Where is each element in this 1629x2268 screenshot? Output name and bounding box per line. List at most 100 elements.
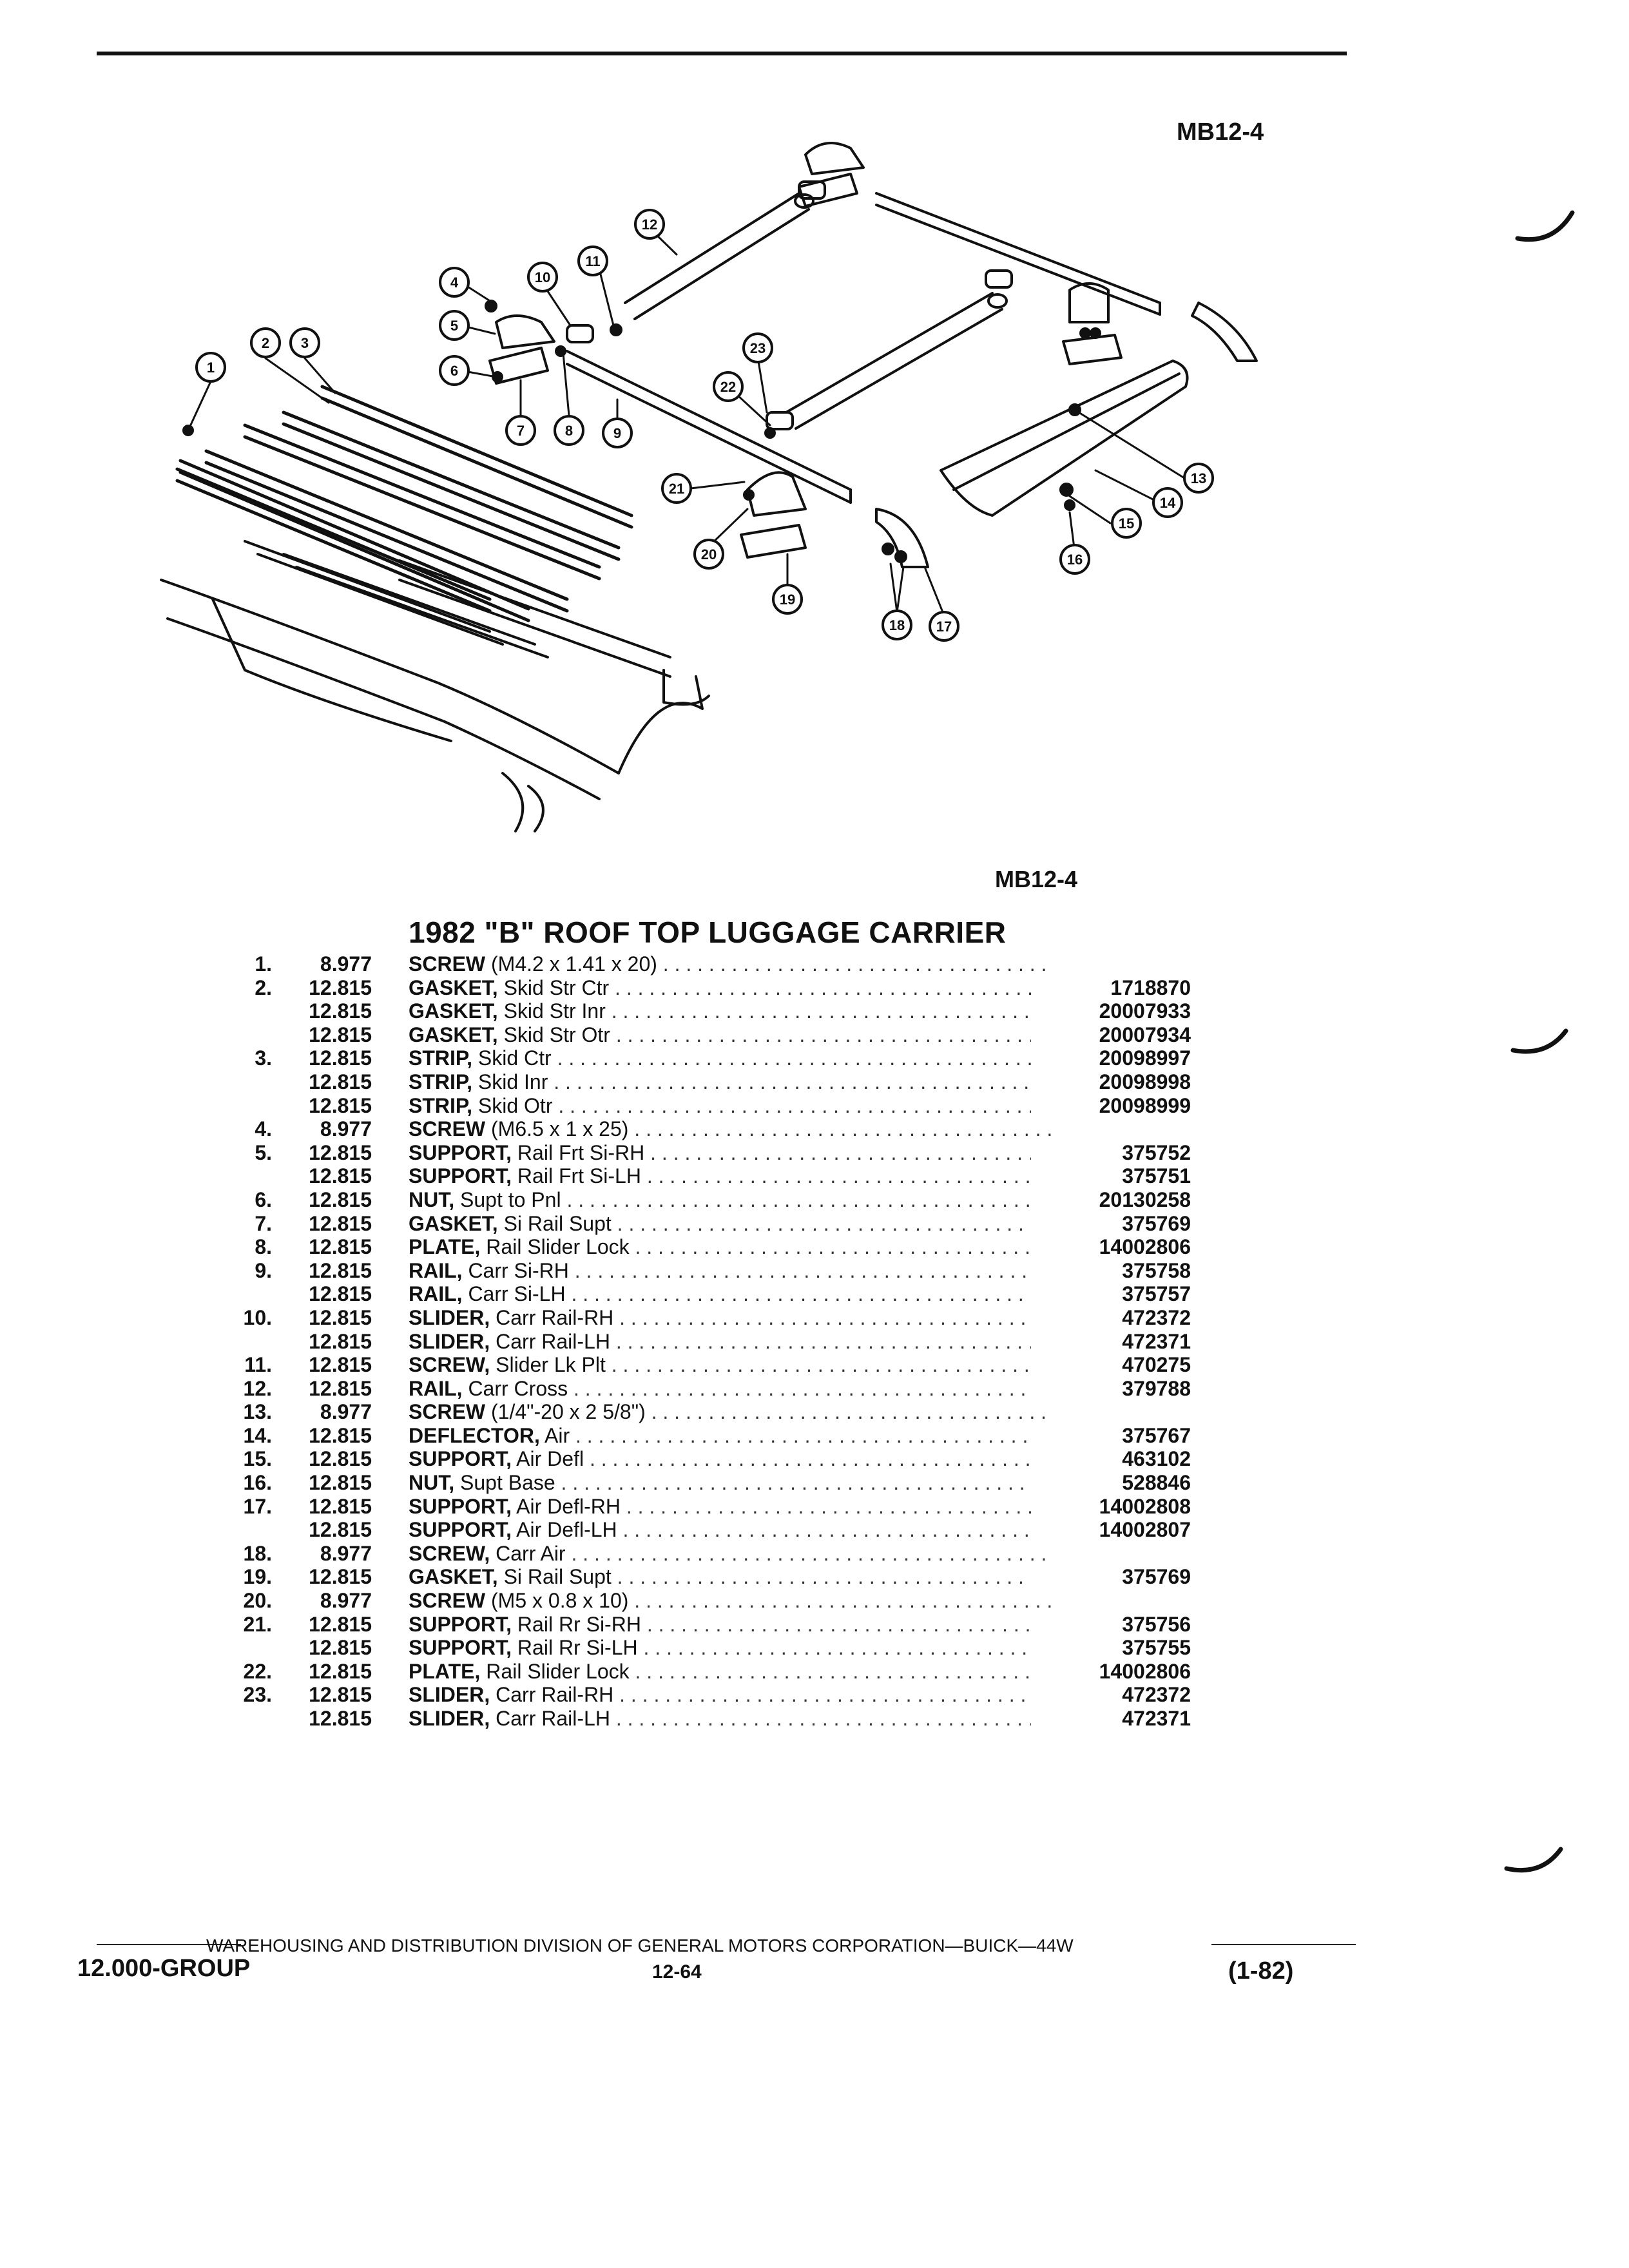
- part-name: SUPPORT,: [409, 1164, 512, 1188]
- part-detail: Supt Base: [454, 1471, 555, 1495]
- part-detail: Carr Si-RH: [462, 1258, 569, 1282]
- part-detail: Air Defl-RH: [512, 1494, 621, 1518]
- group-number: 12.815: [309, 1518, 372, 1542]
- dot-leader: . . . . . . . . . . . . . . . . . . . . …: [566, 1187, 1053, 1211]
- side-rail-right: [875, 192, 1161, 316]
- part-description: RAIL, Carr Si-RH . . . . . . . . . . . .…: [409, 1259, 1053, 1282]
- part-number: 375752: [1031, 1140, 1191, 1164]
- dot-leader: . . . . . . . . . . . . . . . . . . . . …: [615, 1023, 1053, 1046]
- group-number: 12.815: [309, 1282, 372, 1306]
- part-number: 472372: [1031, 1305, 1191, 1329]
- dot-leader: . . . . . . . . . . . . . . . . . . . . …: [571, 1541, 1053, 1565]
- part-detail: (1/4"-20 x 2 5/8"): [485, 1400, 646, 1424]
- dot-leader: . . . . . . . . . . . . . . . . . . . . …: [622, 1518, 1053, 1542]
- part-detail: Si Rail Supt: [497, 1211, 612, 1235]
- item-number: 10.: [243, 1305, 272, 1329]
- part-name: GASKET,: [409, 975, 498, 999]
- part-name: SLIDER,: [409, 1305, 490, 1329]
- part-name: GASKET,: [409, 1211, 498, 1235]
- item-number: 21.: [243, 1612, 272, 1636]
- item-number: 22.: [243, 1659, 272, 1683]
- group-number: 12.815: [309, 1164, 372, 1188]
- part-detail: Skid Inr: [472, 1070, 548, 1093]
- group-number: 12.815: [309, 975, 372, 999]
- callout-22: 22: [720, 379, 736, 395]
- dot-leader: . . . . . . . . . . . . . . . . . . . . …: [635, 1659, 1054, 1683]
- group-label: 12.000-GROUP: [77, 1955, 251, 1982]
- callout-3: 3: [301, 335, 309, 351]
- part-detail: Skid Str Otr: [497, 1023, 610, 1046]
- revision-date: (1-82): [1228, 1957, 1294, 1984]
- group-number: 8.977: [320, 952, 372, 975]
- part-detail: Skid Str Inr: [497, 999, 606, 1023]
- part-name: SUPPORT,: [409, 1636, 512, 1660]
- part-description: SCREW (1/4"-20 x 2 5/8") . . . . . . . .…: [409, 1400, 1053, 1423]
- part-description: NUT, Supt Base . . . . . . . . . . . . .…: [409, 1471, 1053, 1494]
- item-number: 19.: [243, 1565, 272, 1589]
- dot-leader: . . . . . . . . . . . . . . . . . . . . …: [619, 1305, 1053, 1329]
- group-number: 12.815: [309, 1305, 372, 1329]
- callout-numbers: 1 2 3 4 5 6 7 8 9 10 11 12 13 14 15 16 1…: [207, 216, 1206, 635]
- callout-6: 6: [450, 363, 458, 379]
- skid-strips: [175, 385, 633, 622]
- parts-row: 13. 8.977 SCREW (1/4"-20 x 2 5/8") . . . .…: [0, 1400, 1629, 1424]
- part-detail: Skid Ctr: [472, 1046, 552, 1070]
- group-number: 8.977: [320, 1400, 372, 1424]
- dot-leader: . . . . . . . . . . . . . . . . . . . . …: [615, 1329, 1053, 1353]
- part-detail: (M5 x 0.8 x 10): [485, 1589, 629, 1613]
- part-detail: Carr Air: [490, 1541, 566, 1565]
- group-number: 8.977: [320, 1117, 372, 1141]
- callout-4: 4: [450, 274, 459, 291]
- dot-leader: . . . . . . . . . . . . . . . . . . . . …: [561, 1471, 1053, 1495]
- part-number: 472371: [1031, 1707, 1191, 1730]
- dot-leader: . . . . . . . . . . . . . . . . . . . . …: [650, 1140, 1053, 1164]
- part-number: 375751: [1031, 1164, 1191, 1188]
- callout-13: 13: [1191, 470, 1206, 486]
- group-number: 12.815: [309, 1494, 372, 1518]
- callout-18: 18: [889, 617, 905, 633]
- part-description: GASKET, Skid Str Ctr . . . . . . . . . .…: [409, 976, 1053, 999]
- part-name: SCREW,: [409, 1353, 490, 1377]
- group-number: 12.815: [309, 1636, 372, 1660]
- part-description: STRIP, Skid Ctr . . . . . . . . . . . . …: [409, 1046, 1053, 1070]
- part-detail: Rail Frt Si-LH: [512, 1164, 641, 1188]
- part-description: SUPPORT, Rail Frt Si-LH . . . . . . . . …: [409, 1164, 1053, 1187]
- group-number: 12.815: [309, 1612, 372, 1636]
- part-number: 20007934: [1031, 1023, 1191, 1046]
- part-description: SUPPORT, Rail Frt Si-RH . . . . . . . . …: [409, 1141, 1053, 1164]
- part-name: GASKET,: [409, 1565, 498, 1589]
- part-number: 375767: [1031, 1423, 1191, 1447]
- callout-19: 19: [780, 591, 795, 608]
- part-number: 379788: [1031, 1376, 1191, 1400]
- part-description: SLIDER, Carr Rail-LH . . . . . . . . . .…: [409, 1330, 1053, 1353]
- part-detail: Rail Rr Si-RH: [512, 1612, 641, 1636]
- part-name: NUT,: [409, 1187, 455, 1211]
- part-name: SCREW: [409, 1117, 486, 1141]
- item-number: 13.: [243, 1400, 272, 1424]
- item-number: 2.: [255, 975, 272, 999]
- part-number: 470275: [1031, 1353, 1191, 1377]
- dot-leader: . . . . . . . . . . . . . . . . . . . . …: [571, 1282, 1053, 1306]
- part-number: 20098999: [1031, 1093, 1191, 1117]
- part-description: RAIL, Carr Si-LH . . . . . . . . . . . .…: [409, 1282, 1053, 1305]
- part-description: SUPPORT, Air Defl-RH . . . . . . . . . .…: [409, 1495, 1053, 1518]
- part-name: SCREW,: [409, 1541, 490, 1565]
- part-detail: Skid Str Ctr: [497, 975, 610, 999]
- callout-23: 23: [750, 340, 766, 356]
- part-number: 14002806: [1031, 1235, 1191, 1259]
- part-description: PLATE, Rail Slider Lock . . . . . . . . …: [409, 1660, 1053, 1683]
- sliders: [566, 180, 1013, 430]
- part-name: DEFLECTOR,: [409, 1423, 540, 1447]
